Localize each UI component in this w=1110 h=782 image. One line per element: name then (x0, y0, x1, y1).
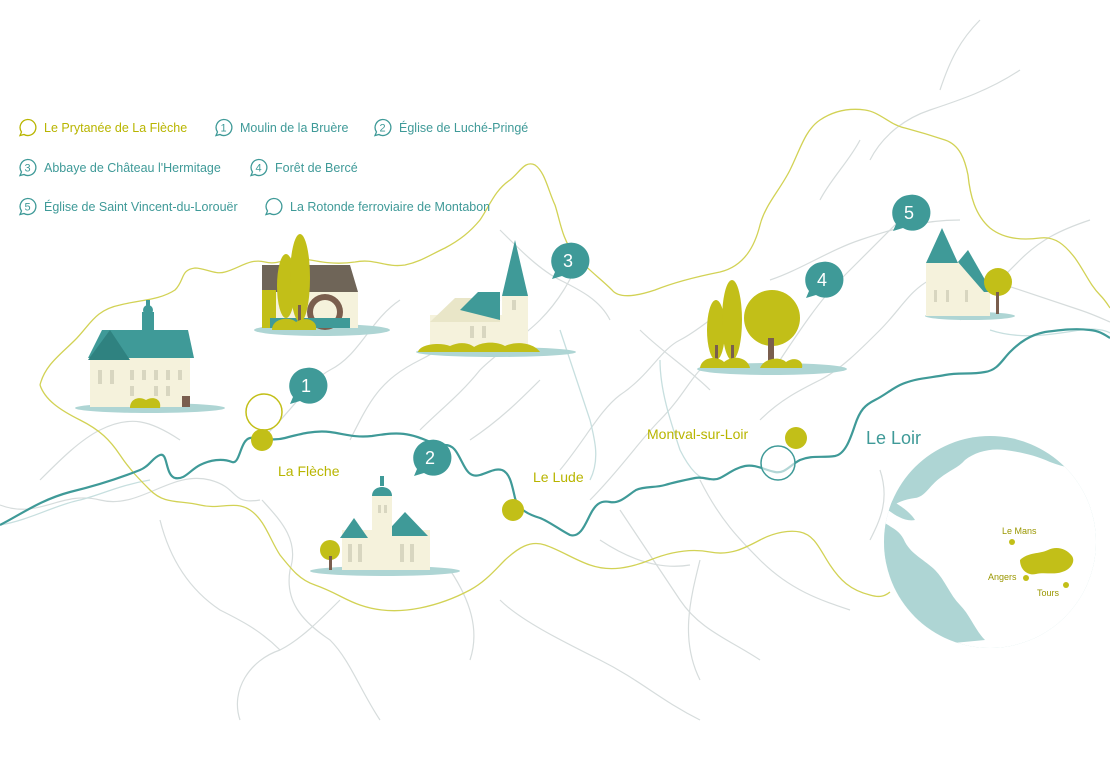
map-marker-1-label: 1 (301, 376, 311, 396)
inset-city-tours: Tours (1037, 588, 1060, 598)
numbered-bubble-icon: 5 (18, 197, 37, 216)
legend-item-eglise-st-vincent[interactable]: 5 Église de Saint Vincent-du-Lorouër (18, 197, 238, 216)
legend-label: Église de Luché-Pringé (399, 120, 529, 135)
legend-item-moulin[interactable]: 1 Moulin de la Bruère (214, 118, 348, 137)
town-label-la-fleche: La Flèche (278, 463, 340, 479)
legend-item-rotonde[interactable]: La Rotonde ferroviaire de Montabon (264, 197, 490, 216)
svg-text:4: 4 (255, 163, 261, 175)
town-markers (245, 393, 807, 521)
speech-bubble-icon (18, 118, 37, 137)
landmark-eglise-st-vincent[interactable] (925, 228, 1015, 320)
svg-text:1: 1 (220, 123, 226, 135)
svg-text:2: 2 (379, 123, 385, 135)
map-marker-4-label: 4 (817, 270, 827, 290)
river-le-loir (0, 328, 1110, 537)
legend-label: Église de Saint Vincent-du-Lorouër (44, 199, 238, 214)
map-marker-4[interactable]: 4 (805, 261, 844, 298)
numbered-bubble-icon: 2 (373, 118, 392, 137)
legend-item-prytanee[interactable]: Le Prytanée de La Flèche (18, 118, 187, 137)
town-label-montval: Montval-sur-Loir (647, 426, 748, 442)
landmark-eglise-luche[interactable] (310, 476, 460, 576)
numbered-bubble-icon: 1 (214, 118, 233, 137)
map-marker-2-label: 2 (425, 448, 435, 468)
legend-label: Forêt de Bercé (275, 160, 358, 175)
legend-label: La Rotonde ferroviaire de Montabon (290, 199, 491, 214)
legend-label: Abbaye de Château l'Hermitage (44, 160, 221, 175)
secondary-roads (0, 19, 1110, 721)
svg-text:3: 3 (24, 163, 30, 175)
map-marker-5[interactable]: 5 (892, 194, 931, 231)
landmark-prytanee[interactable] (75, 300, 225, 413)
numbered-bubble-icon: 4 (249, 158, 268, 177)
town-label-le-lude: Le Lude (533, 469, 584, 485)
legend-item-foret[interactable]: 4 Forêt de Bercé (249, 158, 358, 177)
map-marker-3[interactable]: 3 (551, 242, 590, 279)
legend-item-eglise-luche[interactable]: 2 Église de Luché-Pringé (373, 118, 528, 137)
inset-city-le-mans: Le Mans (1002, 526, 1037, 536)
landmark-abbaye[interactable] (416, 240, 576, 357)
svg-text:5: 5 (24, 202, 30, 214)
map-marker-2[interactable]: 2 (413, 439, 452, 476)
legend-item-abbaye[interactable]: 3 Abbaye de Château l'Hermitage (18, 158, 221, 177)
legend-label: Le Prytanée de La Flèche (44, 120, 188, 135)
numbered-bubble-icon: 3 (18, 158, 37, 177)
map-marker-1[interactable]: 1 (289, 367, 328, 404)
department-boundary-south (39, 384, 891, 612)
legend-label: Moulin de la Bruère (240, 120, 349, 135)
speech-bubble-icon (264, 197, 283, 216)
inset-city-angers: Angers (988, 572, 1017, 582)
landmark-foret-berce[interactable] (697, 280, 847, 375)
inset-region-map: Le Mans Angers Tours (884, 436, 1096, 648)
river-label-le-loir: Le Loir (866, 428, 921, 448)
map-marker-5-label: 5 (904, 203, 914, 223)
map-marker-3-label: 3 (563, 251, 573, 271)
landmark-moulin[interactable] (254, 234, 390, 336)
